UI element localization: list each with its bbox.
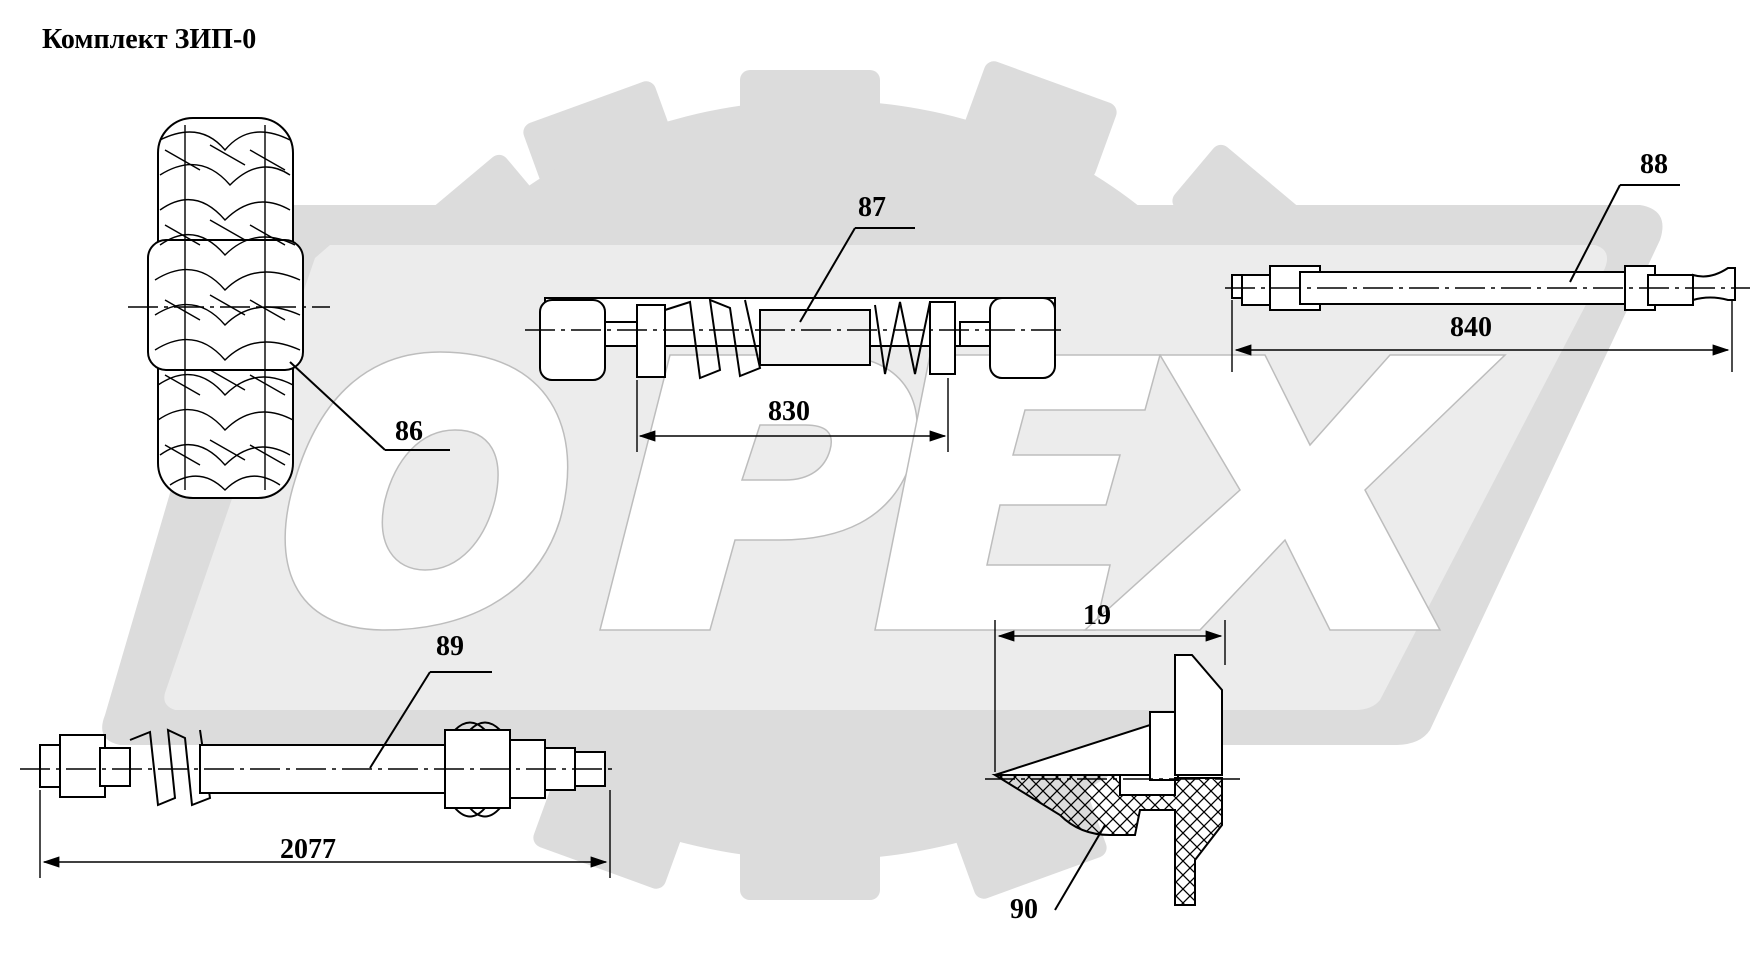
tube-part-88	[1225, 184, 1750, 372]
seal-part-90	[985, 620, 1240, 911]
callout-88: 88	[1640, 149, 1668, 180]
callout-86: 86	[395, 416, 423, 447]
hose-part-89	[20, 671, 615, 878]
callout-87: 87	[858, 192, 886, 223]
diagram-title: Комплект ЗИП-0	[42, 24, 256, 55]
callout-89: 89	[436, 631, 464, 662]
dimension-830: 830	[768, 396, 810, 427]
shaft-part-87	[525, 227, 1065, 452]
dimension-19: 19	[1083, 600, 1111, 631]
callout-90: 90	[1010, 894, 1038, 925]
dimension-2077: 2077	[280, 834, 336, 865]
watermark-letters	[284, 351, 1507, 631]
dimension-840: 840	[1450, 312, 1492, 343]
tire-part-86	[128, 117, 450, 499]
